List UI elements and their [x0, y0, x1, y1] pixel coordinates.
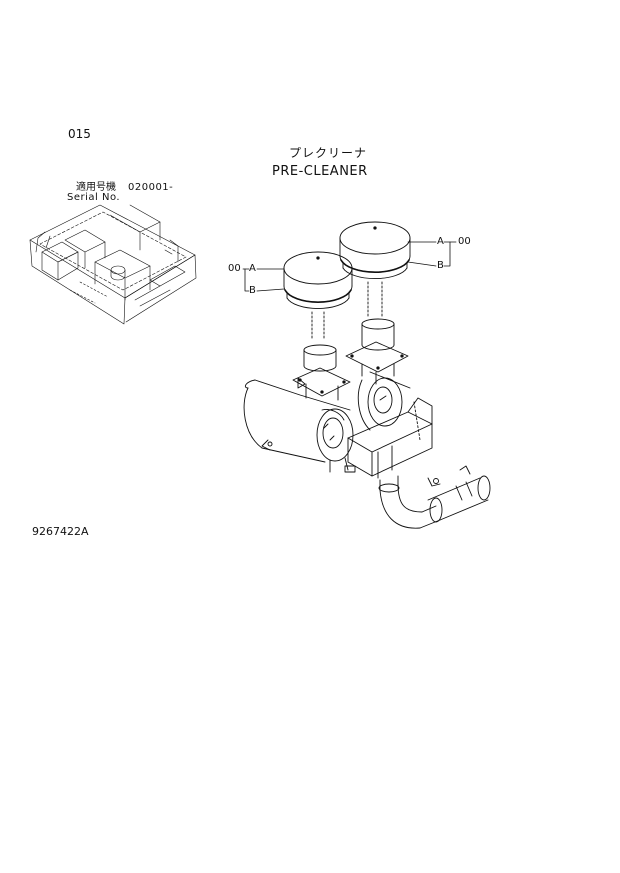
machine-overview-thumbnail: [29, 204, 197, 325]
title-english: PRE-CLEANER: [272, 164, 368, 179]
callout-leaders: [242, 241, 457, 292]
elbow-pipe: [378, 465, 491, 529]
callout-left-quantity[interactable]: 00: [228, 263, 241, 274]
adapter-left: [292, 344, 351, 401]
callout-right-quantity[interactable]: 00: [458, 236, 471, 247]
intake-manifold: [347, 397, 433, 479]
serial-label-english: Serial No.: [67, 192, 121, 203]
air-cleaner-right: [357, 371, 411, 431]
document-code: 9267422A: [32, 525, 89, 538]
pre-cleaner-left: [283, 251, 353, 341]
adapter-right: [345, 318, 409, 385]
callout-right-b[interactable]: B: [437, 260, 444, 271]
callout-left-b[interactable]: B: [249, 285, 256, 296]
title-japanese: プレクリーナ: [289, 146, 368, 160]
serial-label-japanese: 適用号機: [76, 182, 116, 193]
air-cleaner-left: [243, 377, 356, 473]
page-number: 015: [68, 127, 91, 141]
serial-number-value: 020001-: [128, 182, 174, 193]
callout-left-a[interactable]: A: [249, 263, 256, 274]
callout-right-a[interactable]: A: [437, 236, 444, 247]
pre-cleaner-right: [339, 221, 411, 319]
